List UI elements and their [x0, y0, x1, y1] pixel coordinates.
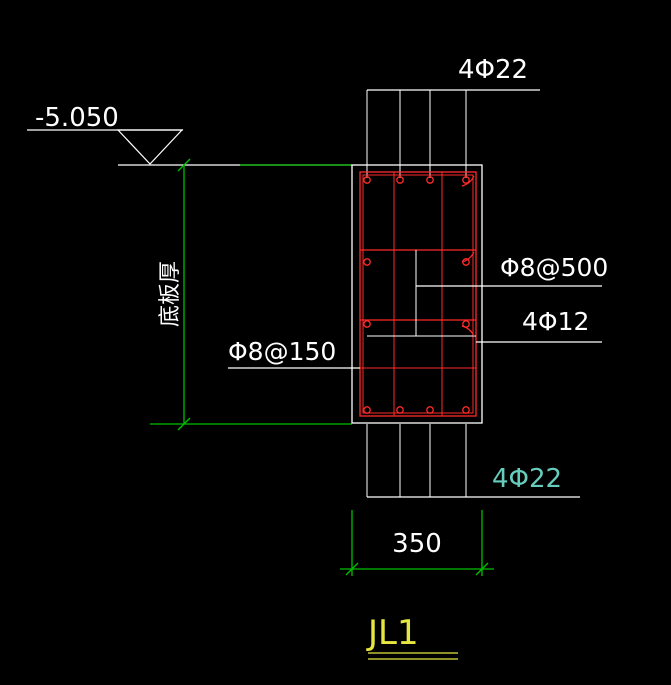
- rebar-top-4: [462, 176, 470, 184]
- rebar-top-3: [426, 176, 434, 184]
- rebar-top-2: [396, 176, 404, 184]
- elevation-marker: -5.050: [27, 103, 352, 166]
- hook-top-right: [461, 175, 475, 187]
- width-label: 350: [392, 529, 442, 559]
- rebar-mid-right-2: [462, 320, 470, 328]
- stirrup-outer: [359, 171, 477, 417]
- width-dim-tick-left: [345, 562, 359, 576]
- bottom-bars-label: 4Φ22: [492, 464, 562, 494]
- stirrup-callout: Φ8@150: [228, 337, 360, 369]
- hook-low-right: [461, 325, 475, 337]
- rebar-bottom-1: [363, 406, 371, 414]
- width-dim-tick-right: [475, 562, 489, 576]
- slab-thickness-dimension: 底板厚: [150, 158, 352, 431]
- slab-thickness-label: 底板厚: [158, 261, 183, 327]
- elevation-triangle-icon: [116, 129, 184, 165]
- rebar-top-1: [363, 176, 371, 184]
- rebar-bottom-3: [426, 406, 434, 414]
- rebar-mid-left-1: [363, 258, 371, 266]
- top-bars-callout: 4Φ22: [366, 55, 540, 178]
- rebar-mid-left-2: [363, 320, 371, 328]
- waist-tie-label: Φ8@500: [500, 253, 608, 282]
- beam-title: JL1: [366, 613, 458, 660]
- waist-bars-callout: 4Φ12: [476, 307, 602, 343]
- beam-outline: [351, 164, 483, 424]
- bottom-bars-callout: 4Φ22: [366, 424, 580, 498]
- beam-section: [351, 164, 483, 424]
- slab-dim-tick-top: [177, 158, 191, 172]
- rebar-bottom-4: [462, 406, 470, 414]
- stirrup-inner: [362, 174, 474, 414]
- stirrup-label: Φ8@150: [228, 337, 336, 366]
- waist-bars-label: 4Φ12: [522, 307, 589, 336]
- waist-tie-callout: Φ8@500: [416, 253, 608, 287]
- rebar-mid-right-1: [462, 258, 470, 266]
- elevation-label: -5.050: [35, 103, 119, 133]
- rebar-bottom-2: [396, 406, 404, 414]
- top-bars-label: 4Φ22: [458, 55, 528, 85]
- width-dimension: 350: [340, 510, 494, 576]
- beam-name-label: JL1: [366, 613, 419, 653]
